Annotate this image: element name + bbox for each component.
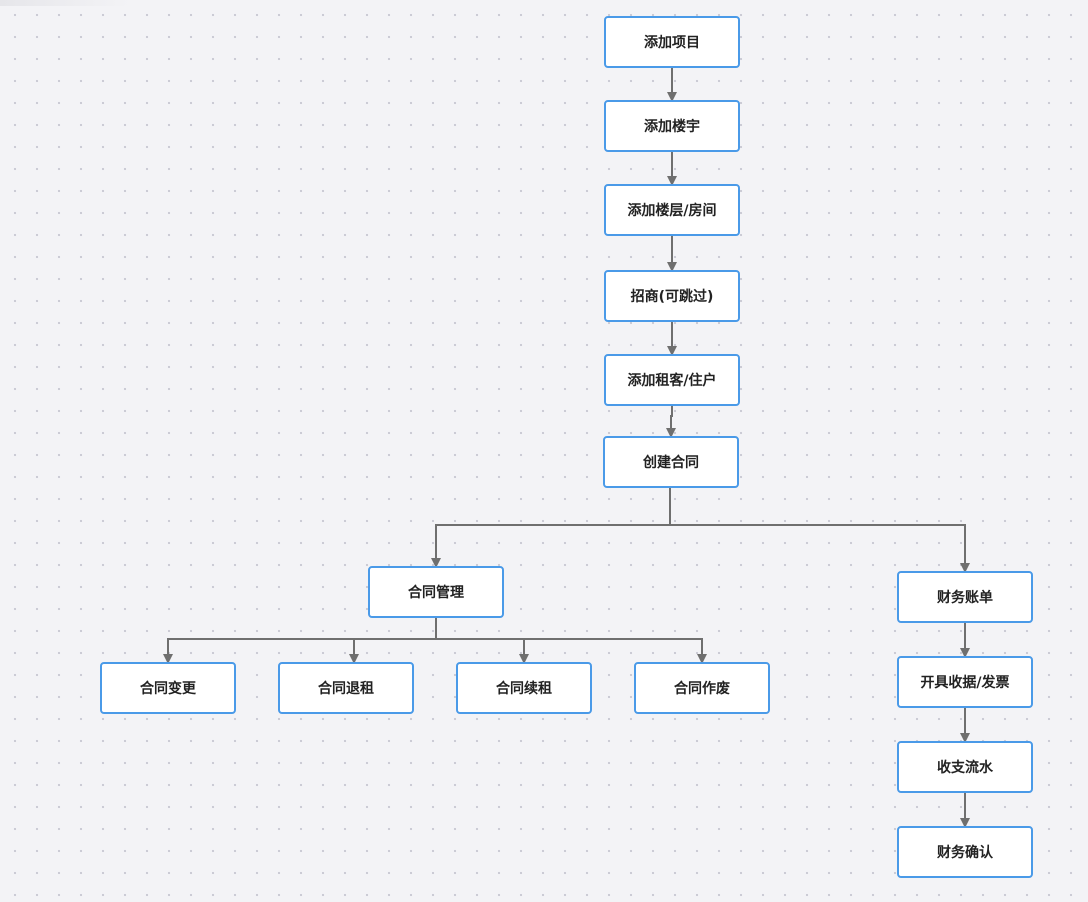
- node-contract-surrender[interactable]: 合同退租: [278, 662, 414, 714]
- node-financial-confirmation[interactable]: 财务确认: [897, 826, 1033, 878]
- node-attract-investment[interactable]: 招商(可跳过): [604, 270, 740, 322]
- node-add-building[interactable]: 添加楼宇: [604, 100, 740, 152]
- edge-contract-management-to-contract-void: [436, 638, 707, 664]
- edge-create-contract-to-financial-bill: [670, 524, 970, 573]
- node-create-contract[interactable]: 创建合同: [603, 436, 739, 488]
- node-contract-void[interactable]: 合同作废: [634, 662, 770, 714]
- node-add-floor-room[interactable]: 添加楼层/房间: [604, 184, 740, 236]
- node-contract-change[interactable]: 合同变更: [100, 662, 236, 714]
- canvas-corner-shadow: [0, 0, 130, 6]
- edge-add-tenant-to-create-contract: [666, 406, 676, 438]
- node-contract-management[interactable]: 合同管理: [368, 566, 504, 618]
- node-contract-renewal[interactable]: 合同续租: [456, 662, 592, 714]
- node-add-tenant[interactable]: 添加租客/住户: [604, 354, 740, 406]
- node-issue-receipt-invoice[interactable]: 开具收据/发票: [897, 656, 1033, 708]
- node-cash-flow[interactable]: 收支流水: [897, 741, 1033, 793]
- node-financial-bill[interactable]: 财务账单: [897, 571, 1033, 623]
- edge-create-contract-to-contract-management: [431, 488, 671, 568]
- edge-contract-management-to-contract-change: [163, 618, 437, 664]
- node-add-project[interactable]: 添加项目: [604, 16, 740, 68]
